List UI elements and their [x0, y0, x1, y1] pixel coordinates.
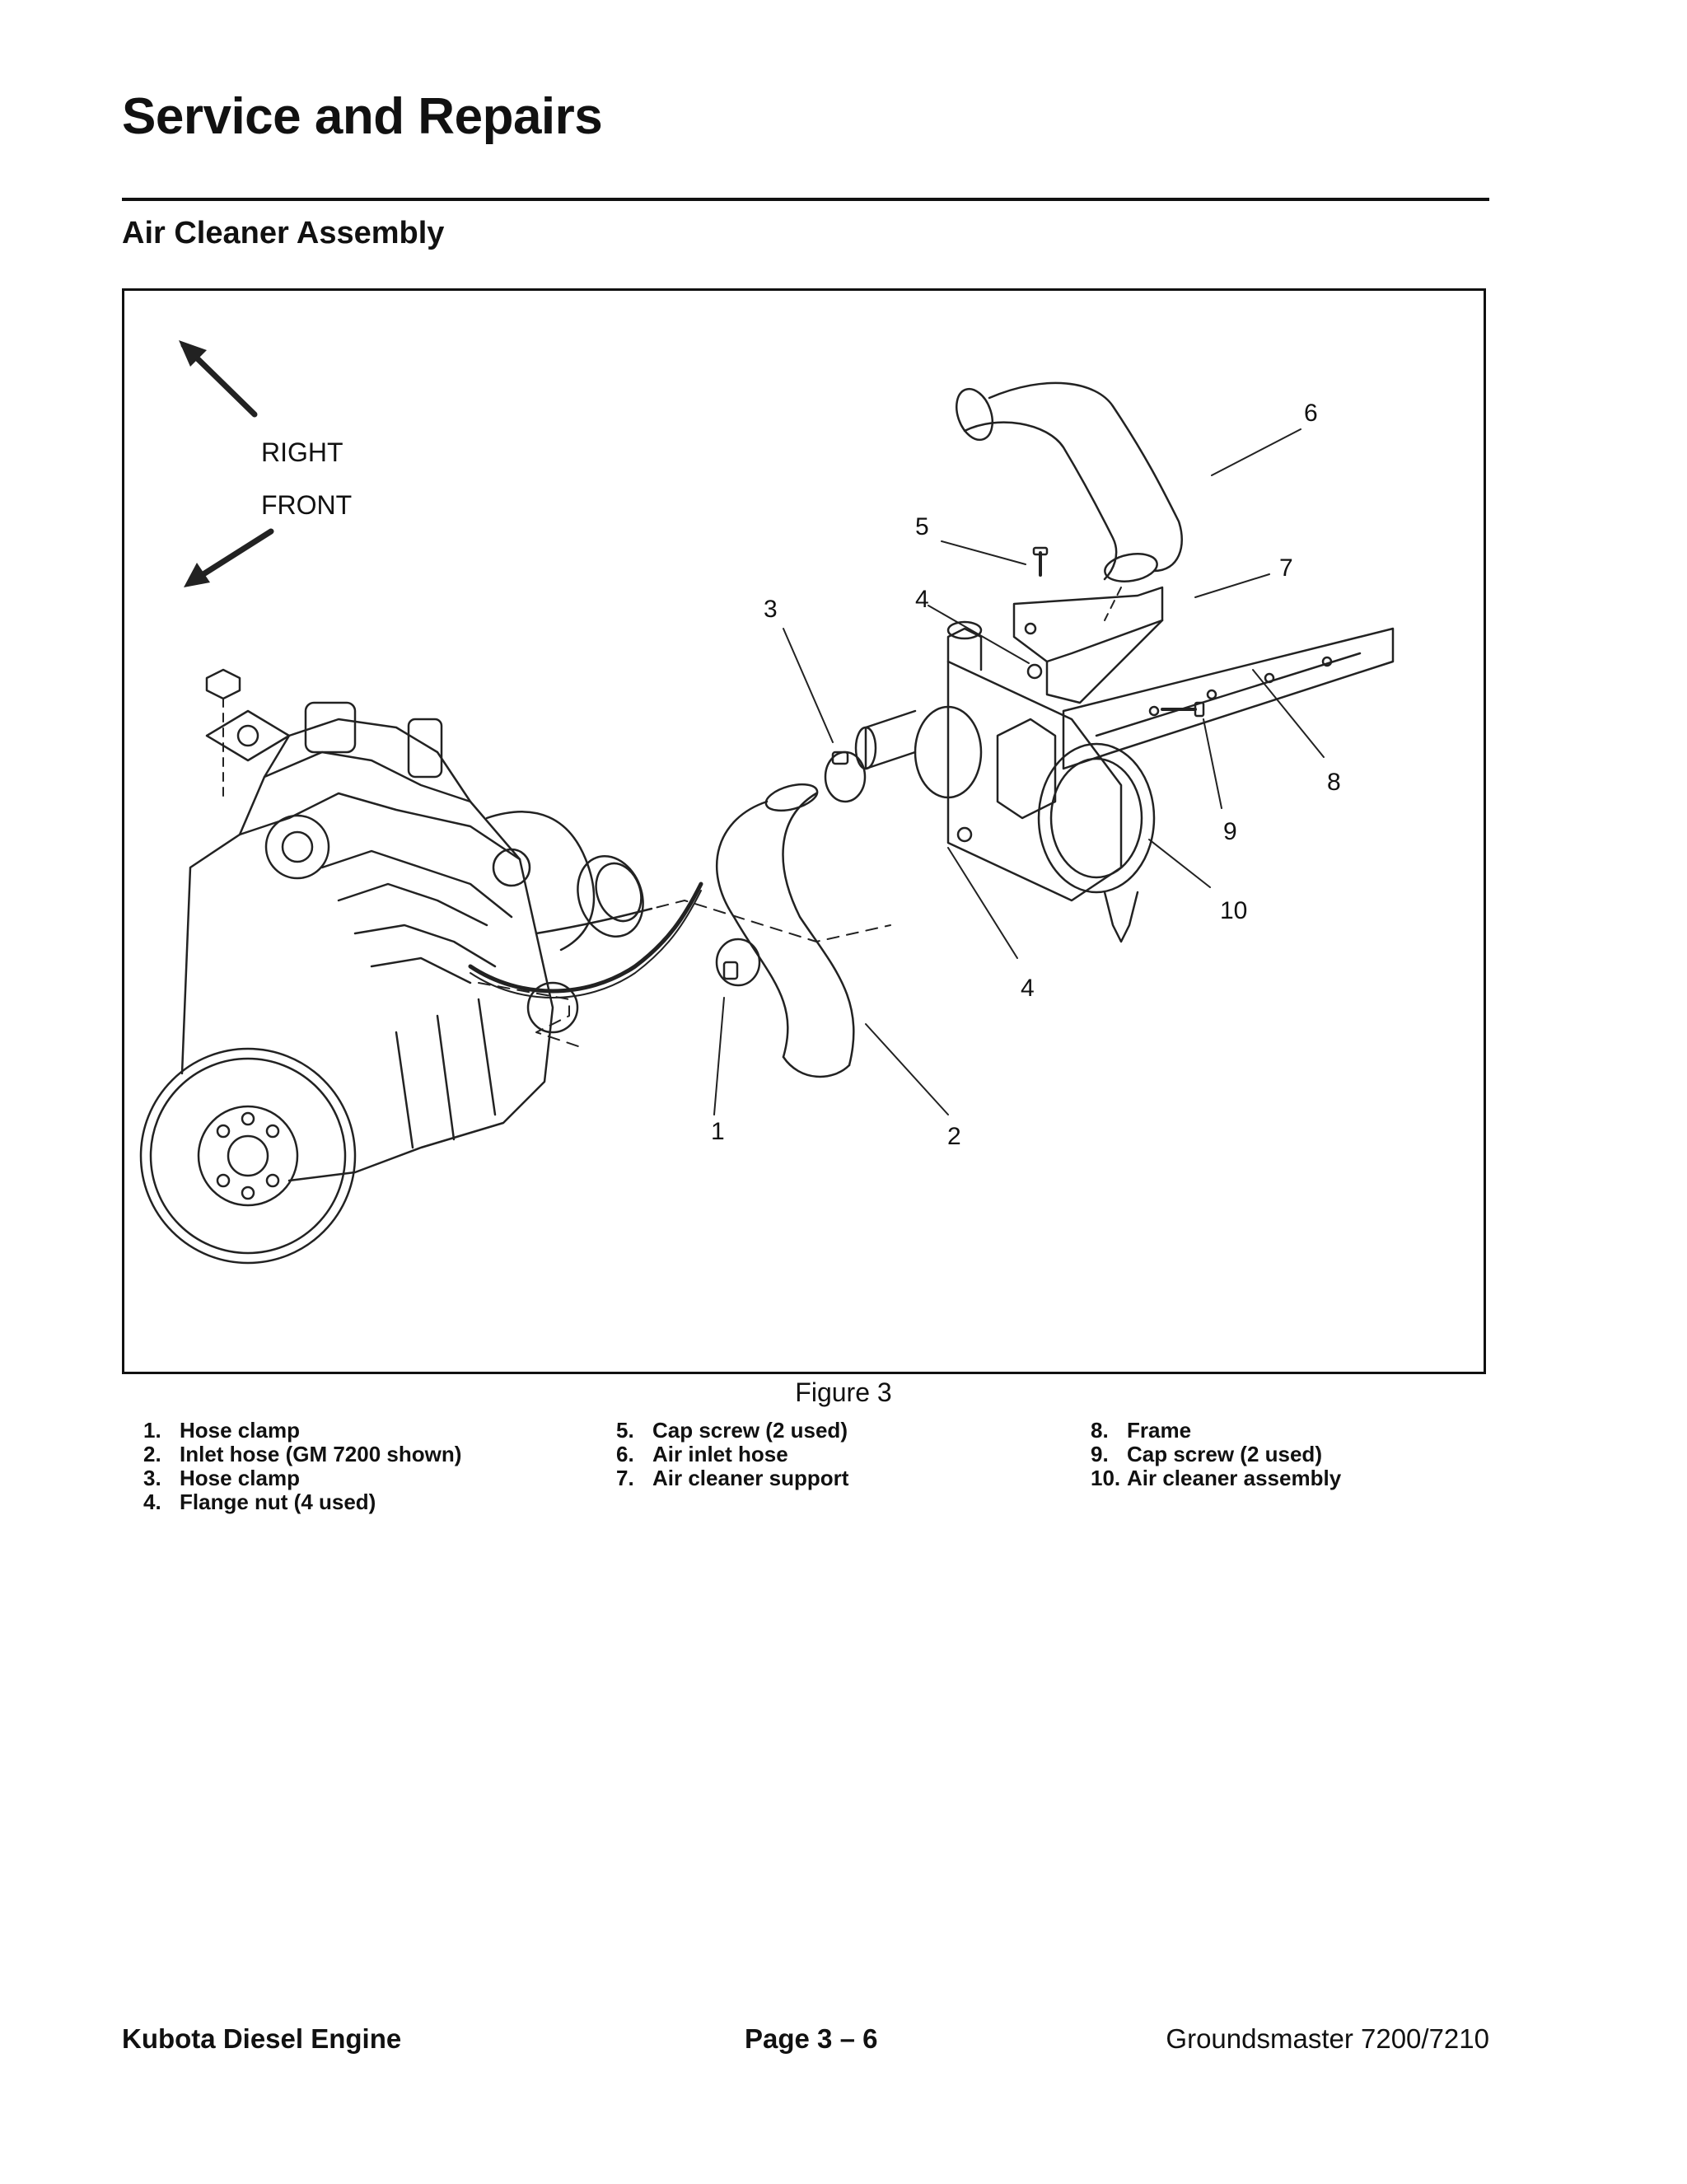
- legend-item: 9.Cap screw (2 used): [1091, 1442, 1322, 1466]
- flange-nut-4-upper-icon: [1026, 663, 1043, 680]
- callout-1: 1: [711, 1118, 725, 1145]
- air-inlet-hose-icon: [956, 381, 1183, 582]
- legend-column-2: 5.Cap screw (2 used) 6.Air inlet hose 7.…: [616, 1419, 848, 1490]
- legend-item: 1.Hose clamp: [143, 1418, 300, 1443]
- legend-item: 3.Hose clamp: [143, 1466, 300, 1490]
- footer-left: Kubota Diesel Engine: [122, 2023, 402, 2054]
- air-cleaner-support-icon: [1012, 586, 1164, 704]
- figure-frame: RIGHT FRONT 1 2 3 4 4 5 6 7 8 9 10: [122, 288, 1486, 1374]
- legend-item: 4.Flange nut (4 used): [143, 1490, 376, 1514]
- footer-right: Groundsmaster 7200/7210: [1166, 2023, 1489, 2054]
- callout-4-lower: 4: [1021, 975, 1035, 1002]
- frame-icon: [1062, 627, 1395, 770]
- cap-screw-5-icon: [1032, 546, 1049, 577]
- inlet-hose-icon: [716, 783, 855, 1078]
- exploded-view-illustration: [139, 340, 1395, 1265]
- callout-4-upper: 4: [915, 586, 929, 613]
- callout-6: 6: [1304, 400, 1318, 427]
- legend-column-3: 8.Frame 9.Cap screw (2 used) 10.Air clea…: [1091, 1419, 1341, 1490]
- legend-item: 6.Air inlet hose: [616, 1442, 788, 1466]
- cap-screw-9-icon: [1161, 701, 1205, 718]
- legend-item: 2.Inlet hose (GM 7200 shown): [143, 1442, 462, 1466]
- callout-7: 7: [1279, 554, 1293, 582]
- intake-adapter-icon: [577, 855, 644, 938]
- leader-lines: [713, 428, 1325, 1115]
- callout-8: 8: [1327, 769, 1341, 796]
- callout-10: 10: [1220, 897, 1248, 924]
- callout-5: 5: [915, 513, 929, 540]
- figure-caption: Figure 3: [795, 1377, 892, 1407]
- callout-3: 3: [764, 596, 778, 623]
- front-arrow-icon: [184, 528, 274, 587]
- orientation-right-label: RIGHT: [261, 437, 343, 467]
- callout-2: 2: [947, 1123, 961, 1150]
- orientation-front-label: FRONT: [261, 490, 353, 520]
- section-title: Air Cleaner Assembly: [122, 216, 445, 250]
- legend-item: 5.Cap screw (2 used): [616, 1418, 848, 1443]
- legend-column-1: 1.Hose clamp 2.Inlet hose (GM 7200 shown…: [143, 1419, 461, 1514]
- page-title: Service and Repairs: [122, 88, 603, 145]
- legend-item: 10.Air cleaner assembly: [1091, 1466, 1342, 1490]
- legend-item: 8.Frame: [1091, 1418, 1192, 1443]
- hose-clamp-1-icon: [715, 938, 761, 987]
- right-arrow-icon: [179, 340, 258, 418]
- hose-clamp-3-icon: [824, 751, 867, 803]
- callout-9: 9: [1223, 818, 1237, 845]
- engine-icon: [139, 668, 703, 1265]
- air-cleaner-icon: [854, 620, 1156, 943]
- footer-page-number: Page 3 – 6: [745, 2023, 878, 2054]
- header-rule: [122, 198, 1489, 201]
- legend-item: 7.Air cleaner support: [616, 1466, 849, 1490]
